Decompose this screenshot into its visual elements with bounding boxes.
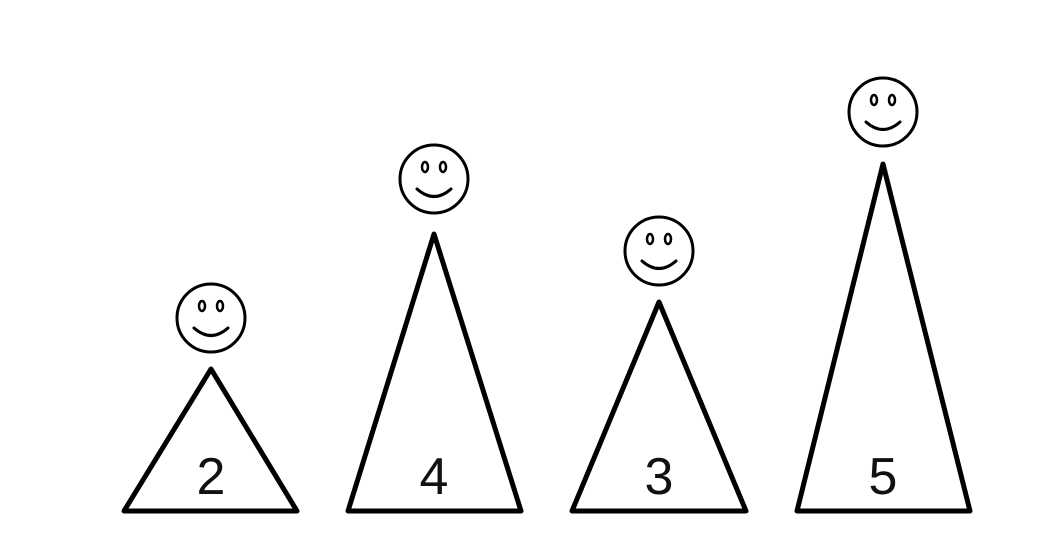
smiley-face-icon [175,282,247,354]
figure-1: 2 [121,282,300,514]
triangle-4-number: 5 [869,448,898,506]
triangle-1 [121,366,300,514]
smiley-face-icon [847,76,919,148]
triangle-4 [794,161,973,514]
smiley-face-icon [623,215,695,287]
triangle-2-number: 4 [420,448,449,506]
smiley-face-icon [398,143,470,215]
figure-4: 5 [794,76,973,514]
triangle-1-number: 2 [197,448,226,506]
triangle-2 [345,231,524,514]
figure-3: 3 [569,215,749,514]
triangle-3 [569,299,749,514]
figure-2: 4 [345,143,524,514]
triangle-3-number: 3 [645,448,674,506]
